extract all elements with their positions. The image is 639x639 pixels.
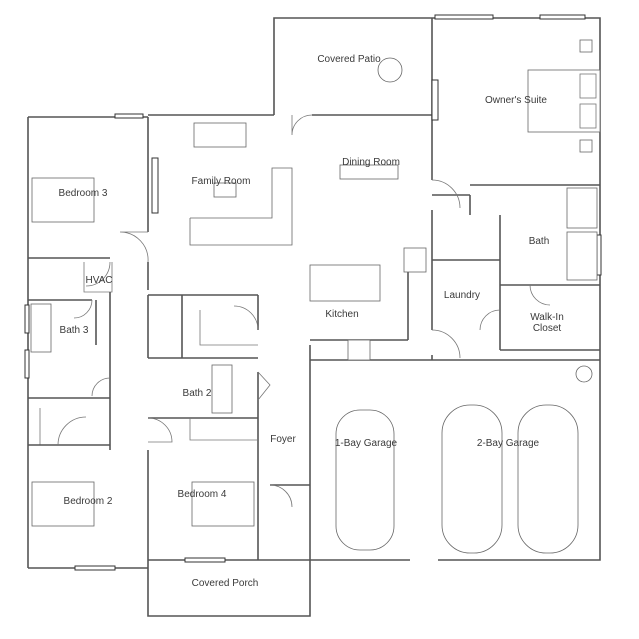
exterior-walls	[27, 17, 601, 617]
label-1bay-garage: 1-Bay Garage	[335, 438, 398, 449]
label-dining-room: Dining Room	[342, 157, 400, 168]
label-family-room: Family Room	[192, 176, 251, 187]
interior-walls	[28, 117, 600, 568]
label-bath: Bath	[529, 236, 550, 247]
label-kitchen: Kitchen	[325, 309, 358, 320]
label-laundry: Laundry	[444, 290, 480, 301]
windows	[24, 14, 602, 571]
label-bath-2: Bath 2	[183, 388, 212, 399]
label-bedroom-3: Bedroom 3	[59, 188, 108, 199]
label-bedroom-4: Bedroom 4	[178, 489, 227, 500]
label-foyer: Foyer	[270, 434, 296, 445]
label-walk-in-closet-2: Closet	[533, 323, 562, 334]
label-bedroom-2: Bedroom 2	[64, 496, 113, 507]
doors	[57, 114, 551, 508]
label-owners-suite: Owner's Suite	[485, 95, 547, 106]
fixtures	[30, 39, 601, 554]
label-hvac: HVAC	[85, 275, 112, 286]
label-covered-porch: Covered Porch	[192, 578, 259, 589]
room-labels: Covered Patio Owner's Suite Dining Room …	[59, 54, 564, 589]
label-walk-in-closet-1: Walk-In	[530, 312, 564, 323]
label-covered-patio: Covered Patio	[317, 54, 381, 65]
label-2bay-garage: 2-Bay Garage	[477, 438, 540, 449]
label-bath-3: Bath 3	[60, 325, 89, 336]
